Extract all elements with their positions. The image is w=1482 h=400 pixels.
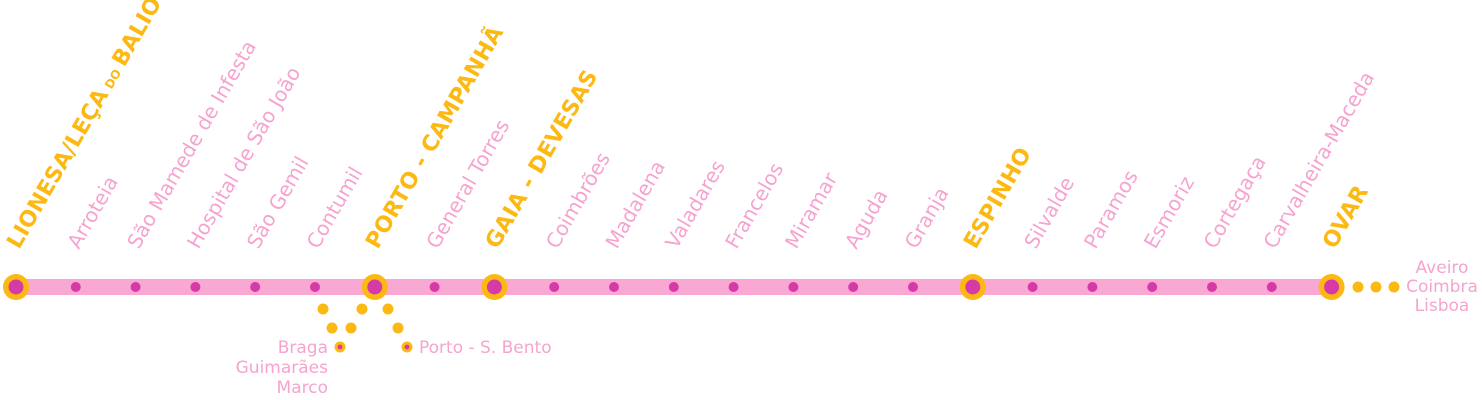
branch-dot-city-8 — [392, 322, 404, 334]
stop-madalena — [609, 282, 619, 292]
station-label-esmoriz: Esmoriz — [1139, 172, 1199, 252]
station-name-aguda: Aguda — [840, 185, 893, 252]
stop-cortegaca — [1207, 282, 1217, 292]
station-label-gaia-devesas: GAIA - DEVESAS — [481, 66, 603, 253]
stop-esmoriz — [1147, 282, 1158, 292]
station-name-hospital-de-sao-joao: Hospital de São João — [182, 63, 306, 253]
station-name-miramar: Miramar — [780, 168, 843, 253]
major-stop-ovar — [1324, 279, 1340, 295]
stop-aguda — [848, 282, 859, 292]
station-name-granja: Granja — [900, 183, 954, 253]
continuation-label-coimbra: Coimbra — [1406, 277, 1478, 297]
station-label-hospital-de-sao-joao: Hospital de São João — [182, 63, 306, 253]
station-name-valadares: Valadares — [660, 156, 730, 253]
station-label-silvalde: Silvalde — [1019, 173, 1079, 253]
station-label-aguda: Aguda — [840, 185, 893, 252]
station-label-carvalheira-maceda: Carvalheira-Maceda — [1258, 67, 1379, 252]
branch-dot-north-6 — [356, 303, 368, 315]
station-label-granja: Granja — [900, 183, 954, 253]
station-label-ovar: OVAR — [1318, 181, 1374, 253]
station-name-francelos: Francelos — [720, 158, 788, 252]
stop-contumil — [310, 282, 320, 292]
station-stops — [3, 274, 1345, 300]
stop-valadares — [668, 282, 679, 292]
station-name-carvalheira-maceda: Carvalheira-Maceda — [1258, 67, 1379, 252]
stop-francelos — [728, 282, 739, 292]
station-name-contumil: Contumil — [302, 163, 368, 253]
stop-paramos — [1087, 282, 1098, 292]
major-stop-gaia-devesas — [486, 279, 502, 295]
branch-dot-south-1 — [1370, 281, 1382, 293]
stop-silvalde — [1027, 282, 1038, 292]
station-name-ovar: OVAR — [1318, 181, 1374, 253]
station-label-paramos: Paramos — [1079, 166, 1143, 253]
branch-dot-south-2 — [1388, 281, 1400, 293]
station-label-francelos: Francelos — [720, 158, 788, 252]
station-name-paramos: Paramos — [1079, 166, 1143, 253]
continuation-label-aveiro: Aveiro — [1416, 258, 1469, 278]
stop-miramar — [788, 282, 799, 292]
station-name-madalena: Madalena — [601, 156, 670, 252]
station-name-esmoriz: Esmoriz — [1139, 172, 1199, 252]
stop-coimbroes — [549, 282, 560, 292]
major-stop-lionesa-leca — [8, 279, 24, 295]
stop-arroteia — [70, 282, 81, 292]
station-name-gaia-devesas: GAIA - DEVESAS — [481, 66, 603, 253]
stop-sao-mamede-de-infesta — [130, 282, 141, 292]
branch-dot-north-3 — [317, 303, 329, 315]
branch-terminal-sao-bento-core — [404, 344, 410, 350]
branch-dot-north-5 — [345, 322, 357, 334]
station-name-suffix-lionesa-leca: BALIO — [108, 0, 168, 71]
stop-general-torres — [429, 282, 440, 292]
station-label-madalena: Madalena — [601, 156, 670, 252]
branch-connectors — [317, 281, 1400, 353]
station-name-silvalde: Silvalde — [1019, 173, 1079, 253]
station-name-small-lionesa-leca: DO — [102, 67, 124, 92]
branch-label-marco: Marco — [277, 378, 328, 398]
stop-hospital-de-sao-joao — [190, 282, 201, 292]
branch-label-porto-sao-bento: Porto - S. Bento — [419, 338, 552, 358]
stop-granja — [908, 282, 918, 292]
major-stop-porto-campanha — [367, 279, 383, 295]
stop-sao-gemil — [250, 282, 261, 292]
branch-dot-south-0 — [1352, 281, 1364, 293]
branch-dot-north-4 — [326, 322, 338, 334]
station-label-miramar: Miramar — [780, 168, 843, 253]
station-label-arroteia: Arroteia — [62, 172, 123, 253]
branch-terminal-braga-core — [337, 344, 343, 350]
stop-carvalheira-maceda — [1266, 282, 1277, 292]
station-label-contumil: Contumil — [302, 163, 368, 253]
branch-label-braga: Braga — [278, 338, 328, 358]
station-label-valadares: Valadares — [660, 156, 730, 253]
branch-dot-city-7 — [382, 303, 394, 315]
station-name-arroteia: Arroteia — [62, 172, 123, 253]
branch-label-guimaraes: Guimarães — [236, 358, 329, 378]
continuation-label-lisboa: Lisboa — [1415, 296, 1470, 316]
major-stop-espinho — [965, 279, 981, 295]
